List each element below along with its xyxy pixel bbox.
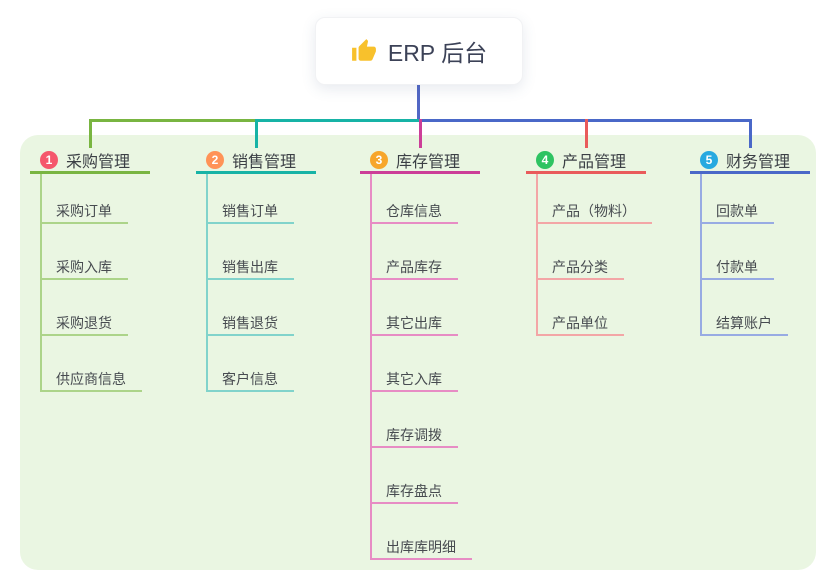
branch-5: 5 财务管理 回款单付款单结算账户 [690,148,810,336]
branch-children: 回款单付款单结算账户 [700,174,788,336]
branch-label: 财务管理 [726,153,791,171]
branch-3-child-item[interactable]: 库存盘点 [372,448,458,504]
branch-4-header[interactable]: 4 产品管理 [526,148,646,174]
branch-1-child-item[interactable]: 供应商信息 [42,336,142,392]
branch-4-child-item[interactable]: 产品（物料） [538,174,652,224]
branch-children: 销售订单销售出库销售退货客户信息 [206,174,294,392]
connector-drop-branch-2 [254,119,258,148]
branch-2: 2 销售管理 销售订单销售出库销售退货客户信息 [196,148,316,392]
branch-5-child-item[interactable]: 付款单 [702,224,774,280]
branch-2-child-item[interactable]: 销售订单 [208,174,294,224]
branch-1-child-item[interactable]: 采购退货 [42,280,128,336]
branch-5-header[interactable]: 5 财务管理 [690,148,810,174]
branch-3-child-item[interactable]: 仓库信息 [372,174,458,224]
branch-2-header[interactable]: 2 销售管理 [196,148,316,174]
branch-3-child-item[interactable]: 出库库明细 [372,504,472,560]
branch-number-badge: 5 [700,150,718,169]
branch-5-child-item[interactable]: 结算账户 [702,280,788,336]
branch-1-child-item[interactable]: 采购入库 [42,224,128,280]
branch-label: 产品管理 [562,153,627,171]
connector-root-vertical [417,84,420,120]
branches-background-panel [20,135,816,570]
root-title: ERP 后台 [387,40,488,66]
branch-3-child-item[interactable]: 库存调拨 [372,392,458,448]
branch-2-child-item[interactable]: 销售退货 [208,280,294,336]
branch-1: 1 采购管理 采购订单采购入库采购退货供应商信息 [30,148,150,392]
branch-3-child-item[interactable]: 其它出库 [372,280,458,336]
branch-4-child-item[interactable]: 产品分类 [538,224,624,280]
connector-drop-branch-4 [584,119,588,148]
branch-5-child-item[interactable]: 回款单 [702,174,774,224]
connector-drop-branch-1 [88,119,92,148]
branch-label: 采购管理 [66,153,131,171]
branch-children: 产品（物料）产品分类产品单位 [536,174,652,336]
branch-2-child-item[interactable]: 销售出库 [208,224,294,280]
branch-number-badge: 4 [536,150,554,169]
thumbs-up-icon [351,38,377,64]
branch-label: 销售管理 [232,153,297,171]
branch-3-child-item[interactable]: 其它入库 [372,336,458,392]
branch-children: 仓库信息产品库存其它出库其它入库库存调拨库存盘点出库库明细 [370,174,472,560]
branch-number-badge: 2 [206,150,224,169]
branch-1-header[interactable]: 1 采购管理 [30,148,150,174]
branch-4: 4 产品管理 产品（物料）产品分类产品单位 [526,148,652,336]
connector-bus-segment-2 [256,119,420,122]
branch-4-child-item[interactable]: 产品单位 [538,280,624,336]
root-node-erp-backend[interactable]: ERP 后台 [315,17,523,85]
branch-label: 库存管理 [396,153,461,171]
branch-2-child-item[interactable]: 客户信息 [208,336,294,392]
branch-3: 3 库存管理 仓库信息产品库存其它出库其它入库库存调拨库存盘点出库库明细 [360,148,480,560]
connector-drop-branch-5 [748,119,752,148]
connector-drop-branch-3 [418,119,422,148]
branch-1-child-item[interactable]: 采购订单 [42,174,128,224]
branch-3-child-item[interactable]: 产品库存 [372,224,458,280]
branch-children: 采购订单采购入库采购退货供应商信息 [40,174,142,392]
branch-3-header[interactable]: 3 库存管理 [360,148,480,174]
branch-number-badge: 1 [40,150,58,169]
branch-number-badge: 3 [370,150,388,169]
connector-bus-segment-1 [89,119,255,122]
